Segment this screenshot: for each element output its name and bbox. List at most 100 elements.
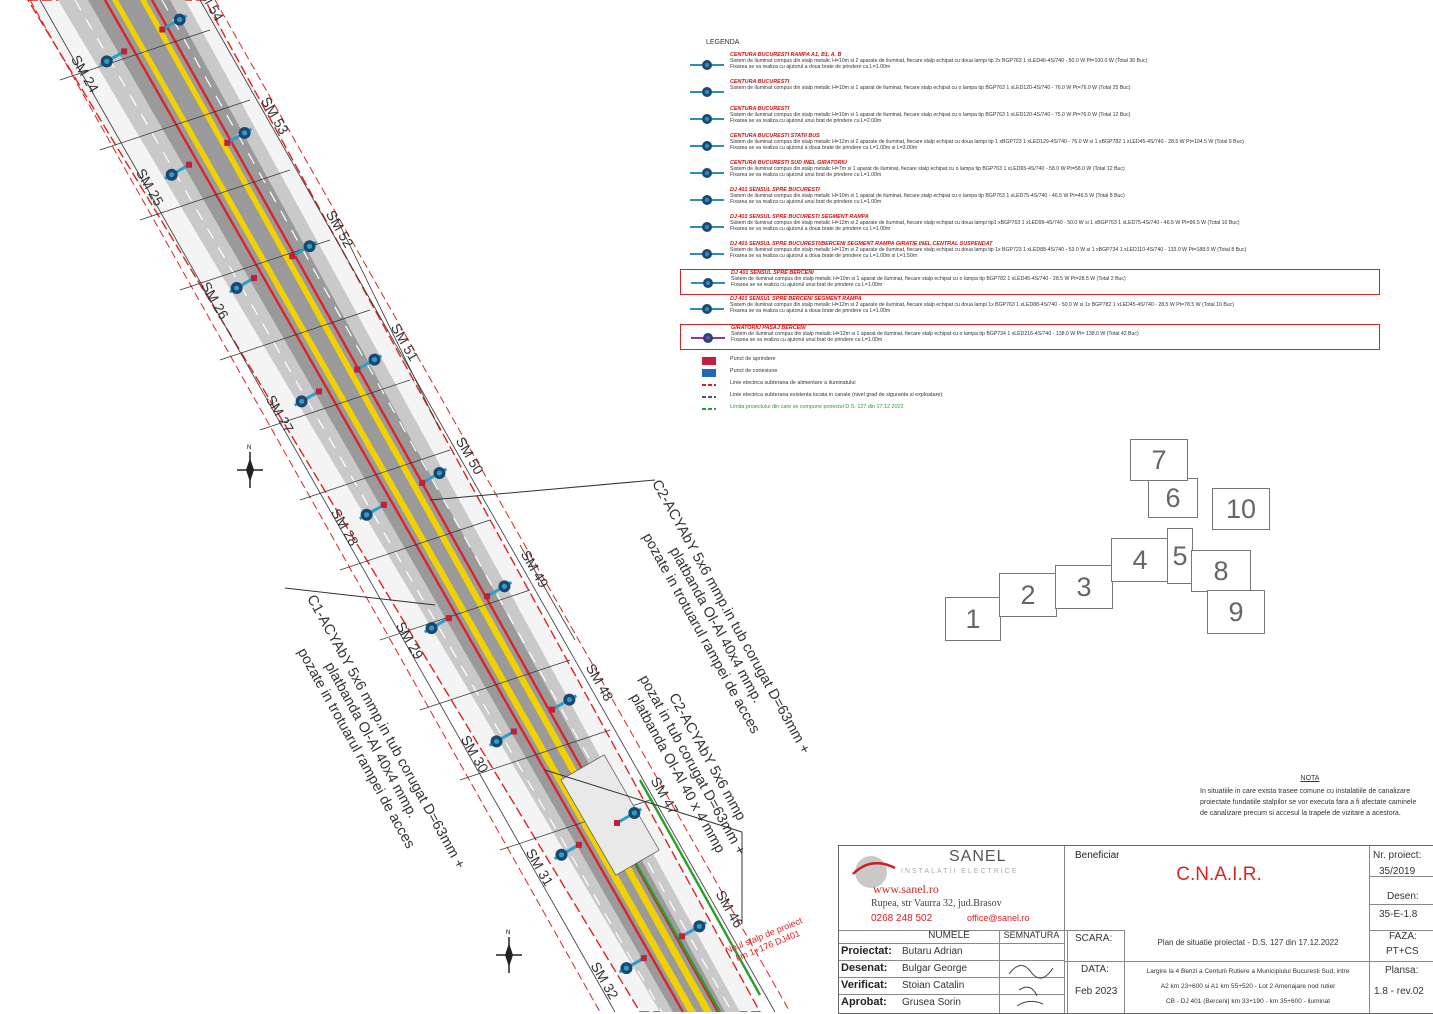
faza-value: PT+CS <box>1386 946 1419 957</box>
role-label: Verificat: <box>841 979 888 991</box>
sheet-tile: 6 <box>1148 478 1198 518</box>
legend-item: DJ 401 SENSUL SPRE BUCURESTI SEGMENT RAM… <box>690 214 1360 241</box>
sheet-tile: 4 <box>1111 538 1169 582</box>
plansa-value: 1.8 - rev.02 <box>1374 986 1424 997</box>
description-line: CB - DJ 401 (Berceni) km 33+190 - km 35+… <box>1165 998 1330 1005</box>
luminaire-symbol-icon <box>690 60 724 70</box>
desen-value: 35-E-1.8 <box>1379 909 1418 920</box>
scara-value: Plan de situatie proiectat - D.S. 127 di… <box>1157 938 1339 947</box>
pole-core <box>436 470 443 476</box>
legend-item: DJ 401 SENSUL SPRE BUCURESTI/BERCENI SEG… <box>690 241 1360 268</box>
legend-item-desc: Sistem de iluminat compus din stalp meta… <box>731 276 1126 282</box>
legend-item-note: Fixarea se va realiza cu ajutorul unui b… <box>730 199 882 205</box>
company-address: Rupea, str Vaurra 32, jud.Brasov <box>871 898 1002 909</box>
connection-box <box>224 139 231 146</box>
legend-swatch-icon <box>702 384 716 386</box>
connection-box <box>186 161 193 168</box>
poles-layer <box>99 13 708 975</box>
luminaire-symbol-icon <box>690 304 724 314</box>
legend-item-note: Fixarea se va realiza cu ajutorul a doua… <box>730 308 891 314</box>
connection-box <box>549 706 556 713</box>
legend-item-note: Fixarea se va realiza cu ajutorul unui b… <box>731 282 883 288</box>
pole-core <box>623 965 630 971</box>
legend-line-label: Linie electrica subterana existenta loca… <box>730 392 943 398</box>
luminaire-symbol-icon <box>690 114 724 124</box>
role-name: Stoian Catalin <box>902 980 965 991</box>
sheet-tile: 8 <box>1191 550 1251 592</box>
legend-swatch-icon <box>702 369 716 377</box>
company-phone: 0268 248 502 <box>871 913 933 924</box>
pole-core <box>306 243 313 249</box>
signature-icon <box>1008 965 1054 1007</box>
connection-box <box>315 388 322 395</box>
sheet-tile: 9 <box>1207 590 1265 634</box>
company-email[interactable]: office@sanel.ro <box>967 913 1030 923</box>
legend-item-title: CENTURA BUCURESTI STATII BUS <box>730 133 820 139</box>
connection-box <box>419 479 426 486</box>
connection-box <box>354 366 361 373</box>
semnatura-header: SEMNATURA <box>1003 930 1060 940</box>
pole-core <box>501 583 508 589</box>
north-arrow-icon: N <box>496 930 522 973</box>
description-block: Largire la 4 Benzi a Centurii Rutiere a … <box>1127 964 1369 1009</box>
legend-swatch-icon <box>702 396 716 398</box>
pole-core <box>234 285 240 291</box>
legend-item-desc: Sistem de iluminat compus din stalp meta… <box>730 193 1125 199</box>
role-name: Bulgar George <box>902 963 968 974</box>
legend-item-desc: Sistem de iluminat compus din stalp meta… <box>730 139 1244 145</box>
legend-item-note: Fixarea se va realiza cu ajutorul unui b… <box>730 172 882 178</box>
pole-core <box>566 697 572 703</box>
legend-item-note: Fixarea se va realiza cu ajutorul a doua… <box>730 64 891 70</box>
luminaire-symbol-icon <box>691 278 725 288</box>
title-block: SANEL INSTALATII ELECTRICE www.sanel.ro … <box>838 845 1433 1014</box>
beneficiar-value: C.N.A.I.R. <box>1176 864 1262 885</box>
legend-swatch-icon <box>702 357 716 365</box>
legend-item-title: DJ 401 SENSUL SPRE BUCURESTI/BERCENI SEG… <box>730 241 993 247</box>
luminaire-symbol-icon <box>690 249 724 259</box>
numele-header: NUMELE <box>928 930 970 941</box>
legend-item-note: Fixarea se va realiza cu ajutorul unui b… <box>731 337 883 343</box>
role-label: Aprobat: <box>841 996 887 1008</box>
legend-item-desc: Sistem de iluminat compus din stalp meta… <box>730 220 1240 226</box>
pole-core <box>104 58 110 64</box>
role-label: Desenat: <box>841 962 888 974</box>
sheet-tile: 3 <box>1055 565 1113 609</box>
legend-line-item: Limita proiectului din care se compune p… <box>700 404 1360 416</box>
pole-core <box>371 357 378 363</box>
legend-item-desc: Sistem de iluminat compus din stalp meta… <box>730 112 1131 118</box>
road-corridor <box>27 0 791 1012</box>
legend-item-desc: Sistem de iluminat compus din stalp meta… <box>730 58 1148 64</box>
legend-item-desc: Sistem de iluminat compus din stalp meta… <box>730 166 1125 172</box>
pole-core <box>493 738 500 745</box>
legend-line-item: Punct de aprindere <box>700 356 1360 368</box>
connection-box <box>510 728 517 735</box>
pole-core <box>428 625 435 631</box>
luminaire-symbol-icon <box>690 87 724 97</box>
leader-lines <box>284 479 743 922</box>
legend-item-title: DJ 401 SENSUL SPRE BUCURESTI SEGMENT RAM… <box>730 214 869 220</box>
luminaire-symbol-icon <box>690 168 724 178</box>
legend-item: DJ 401 SENSUL SPRE BERCENI SEGMENT RAMPA… <box>690 296 1360 323</box>
legend-item-note: Fixarea se va realiza cu ajutorul a doua… <box>730 226 891 232</box>
data-value: Feb 2023 <box>1075 986 1118 997</box>
legend-line-label: Punct de conexiune <box>730 368 778 374</box>
pole-core <box>299 398 305 404</box>
description-line: A2 km 23+600 si A1 km 55+520 - Lot 2 Ame… <box>1160 983 1336 990</box>
role-name: Grusea Sorin <box>902 997 961 1008</box>
connection-box <box>121 48 128 55</box>
legend-item-desc: Sistem de iluminat compus din stalp meta… <box>730 247 1247 253</box>
company-website[interactable]: www.sanel.ro <box>873 882 939 896</box>
legend-line-label: Linie electrica subterana de alimentare … <box>730 380 856 386</box>
connection-box <box>640 955 647 962</box>
desen-label: Desen: <box>1387 891 1419 902</box>
legend-item-title: CENTURA BUCURESTI <box>730 79 790 85</box>
connection-box <box>484 593 491 600</box>
pole-core <box>177 16 183 23</box>
